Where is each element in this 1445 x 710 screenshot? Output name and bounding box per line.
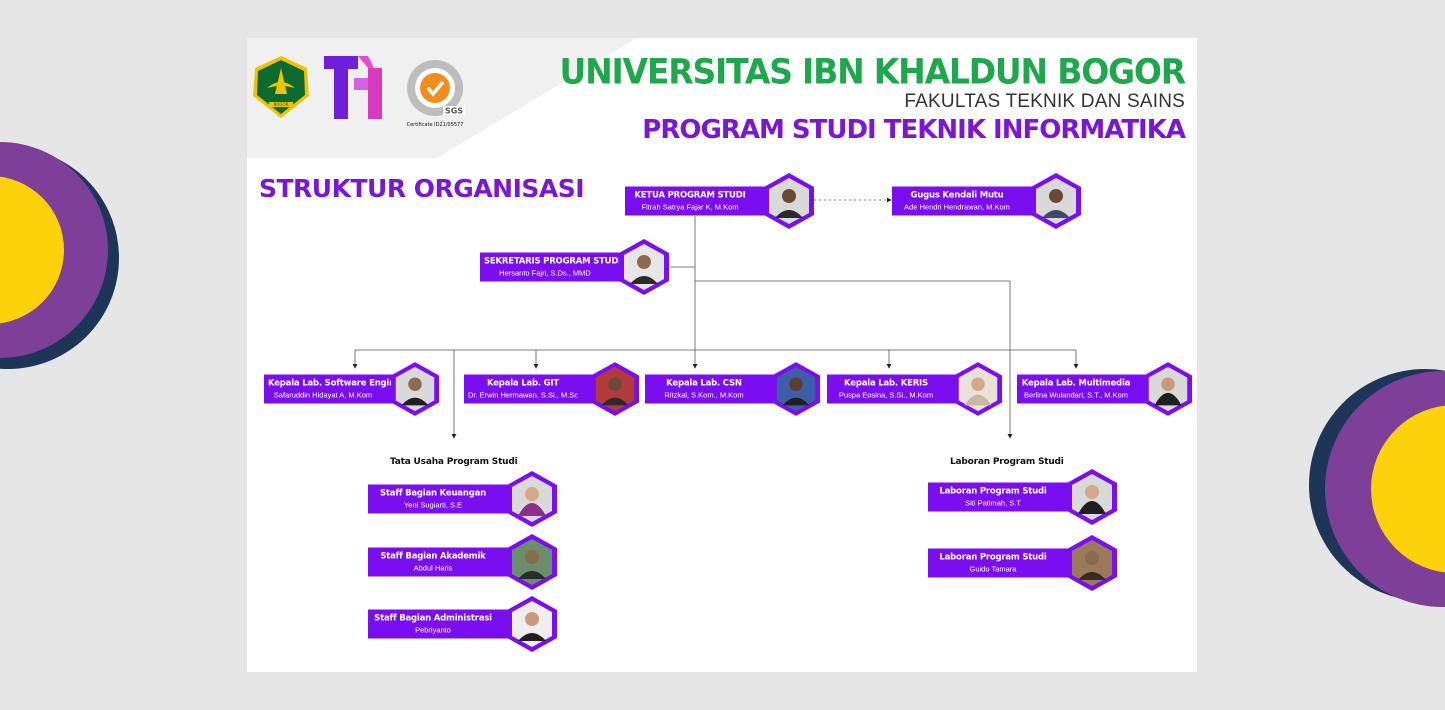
node-role: Kepala Lab. KERIS xyxy=(844,378,928,389)
photo-hex-avatar xyxy=(1067,535,1117,591)
laboran-title: Laboran Program Studi xyxy=(950,457,1064,467)
photo-hex-avatar xyxy=(764,173,814,229)
photo-hex-avatar xyxy=(1031,173,1081,229)
uika-logo: BOGOR xyxy=(253,56,309,118)
university-title: UNIVERSITAS IBN KHALDUN BOGOR xyxy=(559,51,1186,92)
ti-logo xyxy=(324,56,382,119)
node-sekretaris: SEKRETARIS PROGRAM STUDI Hersanto Fajri,… xyxy=(480,238,670,296)
node-laboran-1: Laboran Program Studi Siti Patimah, S.T xyxy=(928,468,1118,526)
photo-hex-avatar xyxy=(953,362,1003,416)
node-lab-se: Kepala Lab. Software Engineering Safarud… xyxy=(264,361,440,417)
program-title: PROGRAM STUDI TEKNIK INFORMATIKA xyxy=(642,115,1186,145)
photo-hex-avatar xyxy=(1067,469,1117,525)
node-role: Gugus Kendali Mutu xyxy=(910,190,1004,201)
node-role: Laboran Program Studi xyxy=(939,486,1047,497)
node-staff-administrasi: Staff Bagian Administrasi Pebriyanto xyxy=(368,595,558,653)
photo-hex-avatar xyxy=(590,362,640,416)
node-person: Puspa Eosina, S.Si., M.Kom xyxy=(838,390,934,400)
node-role: Kepala Lab. Software Engineering xyxy=(268,378,425,389)
node-role: Staff Bagian Administrasi xyxy=(374,613,492,624)
photo-hex-avatar xyxy=(507,471,557,527)
node-role: Kepala Lab. GIT xyxy=(487,378,559,389)
deco-yellow-circle-left xyxy=(0,176,64,324)
node-lab-multimedia: Kepala Lab. Multimedia Berlina Wulandari… xyxy=(1017,361,1193,417)
node-role: Laboran Program Studi xyxy=(939,552,1047,563)
photo-hex-avatar xyxy=(1143,362,1193,416)
node-lab-keris: Kepala Lab. KERIS Puspa Eosina, S.Si., M… xyxy=(827,361,1003,417)
node-role: Kepala Lab. CSN xyxy=(666,378,742,389)
node-laboran-2: Laboran Program Studi Guido Tamara xyxy=(928,534,1118,592)
iso-cert-text: Certificate ID21/05577 xyxy=(407,122,464,128)
node-lab-git: Kepala Lab. GIT Dr. Erwin Hermawan, S.Si… xyxy=(464,361,640,417)
node-role: Staff Bagian Akademik xyxy=(380,551,486,562)
node-person: Safaruddin Hidayat A, M.Kom xyxy=(273,390,373,400)
photo-hex-avatar xyxy=(619,239,669,295)
node-person: Hersanto Fajri, S.Ds., MMD xyxy=(499,268,591,278)
node-person: Pebriyanto xyxy=(415,625,451,635)
node-ketua: KETUA PROGRAM STUDI Fitrah Satrya Fajar … xyxy=(625,172,815,230)
photo-hex-avatar xyxy=(507,596,557,652)
node-person: Berlina Wulandari, S.T., M.Kom xyxy=(1023,390,1129,400)
node-staff-akademik: Staff Bagian Akademik Abdul Haris xyxy=(368,533,558,591)
node-gkm: Gugus Kendali Mutu Ade Hendri Hendrawan,… xyxy=(892,172,1082,230)
photo-hex-avatar xyxy=(507,534,557,590)
node-role: Kepala Lab. Multimedia xyxy=(1021,378,1131,389)
node-staff-keuangan: Staff Bagian Keuangan Yeni Sugiarti, S.E xyxy=(368,470,558,528)
diagram-title: STRUKTUR ORGANISASI xyxy=(259,174,585,203)
node-role: Staff Bagian Keuangan xyxy=(380,488,486,499)
node-person: Siti Patimah, S.T xyxy=(965,498,1021,508)
node-person: Yeni Sugiarti, S.E xyxy=(403,500,463,510)
iso-badge: SGS Certificate ID21/05577 xyxy=(407,60,465,128)
faculty-title: FAKULTAS TEKNIK DAN SAINS xyxy=(904,91,1185,112)
node-role: KETUA PROGRAM STUDI xyxy=(634,190,746,201)
node-person: Ade Hendri Hendrawan, M.Kom xyxy=(904,202,1010,212)
node-lab-csn: Kepala Lab. CSN Ritzkal, S.Kom., M.Kom xyxy=(645,361,821,417)
connector-lines xyxy=(352,197,1079,439)
deco-yellow-circle-right xyxy=(1371,405,1445,573)
node-person: Abdul Haris xyxy=(413,563,453,573)
node-person: Guido Tamara xyxy=(969,564,1017,574)
photo-hex-avatar xyxy=(771,362,821,416)
tata-usaha-title: Tata Usaha Program Studi xyxy=(390,457,518,467)
iso-sgs-text: SGS xyxy=(445,107,463,116)
node-person: Fitrah Satrya Fajar K, M.Kom xyxy=(641,202,739,212)
photo-hex-avatar xyxy=(390,362,440,416)
node-role: SEKRETARIS PROGRAM STUDI xyxy=(484,256,622,267)
org-chart-poster: BOGOR SGS Certificate ID21/05577 UNIVERS… xyxy=(247,38,1197,672)
node-person: Dr. Erwin Hermawan, S.Si., M.Sc xyxy=(468,390,579,400)
node-person: Ritzkal, S.Kom., M.Kom xyxy=(664,390,744,400)
uika-logo-text: BOGOR xyxy=(274,102,289,107)
